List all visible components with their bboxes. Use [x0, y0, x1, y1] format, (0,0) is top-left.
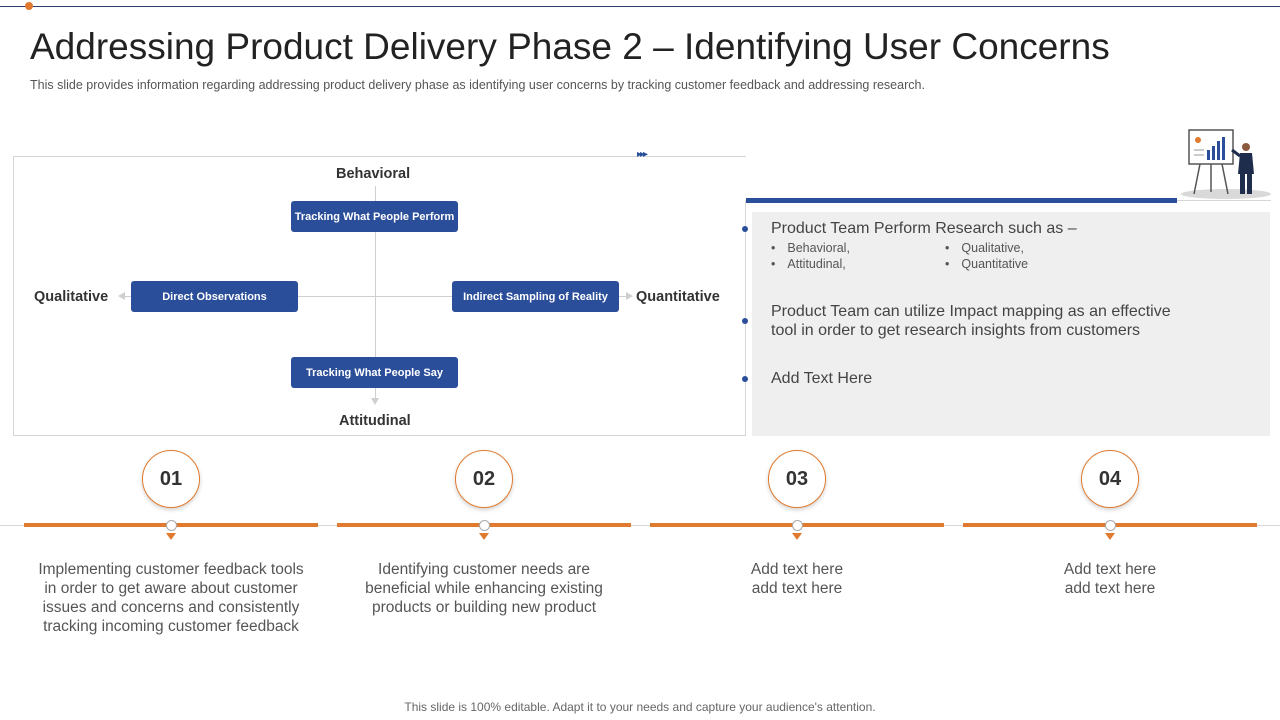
- bullet-dot: [742, 318, 748, 324]
- axis-label-quantitative: Quantitative: [636, 289, 720, 305]
- triangle-down-icon: [1105, 533, 1115, 540]
- bullet-dot: [742, 226, 748, 232]
- step-number-03: 03: [768, 450, 826, 508]
- steps-baseline: [0, 525, 1280, 526]
- step-number-01: 01: [142, 450, 200, 508]
- page-subtitle: This slide provides information regardin…: [30, 78, 925, 92]
- triangle-down-icon: [166, 533, 176, 540]
- info-point-add-text: Add Text Here: [771, 370, 873, 387]
- presenter-illustration: [1181, 129, 1271, 199]
- top-accent-dot: [25, 2, 33, 10]
- step-knob: [479, 520, 490, 531]
- arrow-left-icon: [118, 292, 125, 300]
- step-number-02: 02: [455, 450, 513, 508]
- step-text-line: Identifying customer needs are: [378, 561, 590, 578]
- box-indirect-sampling: Indirect Sampling of Reality: [452, 281, 619, 312]
- sub-item-behavioral: Behavioral,: [771, 241, 850, 255]
- step-description-02: Identifying customer needs are beneficia…: [337, 560, 631, 617]
- panel-accent-bar: [746, 198, 1177, 203]
- step-knob: [166, 520, 177, 531]
- axis-label-attitudinal: Attitudinal: [339, 413, 411, 429]
- step-text-line: Add text here: [750, 561, 844, 578]
- info-point-research: Product Team Perform Research such as –: [771, 220, 1077, 237]
- horizontal-axis: [124, 296, 628, 297]
- step-number-04: 04: [1081, 450, 1139, 508]
- vertical-axis: [375, 186, 376, 402]
- step-text-line: Implementing customer feedback tools: [38, 561, 304, 578]
- quadrant-diagram-frame: [13, 156, 746, 436]
- triangle-down-icon: [792, 533, 802, 540]
- box-tracking-what-people-say: Tracking What People Say: [291, 357, 458, 388]
- step-text-line: tracking incoming customer feedback: [43, 618, 299, 635]
- step-text-line: add text here: [1064, 580, 1156, 597]
- step-text-line: products or building new product: [371, 599, 597, 616]
- step-text-line: issues and concerns and consistently: [42, 599, 300, 616]
- step-knob: [1105, 520, 1116, 531]
- info-point-impact-mapping-line2: tool in order to get research insights f…: [771, 322, 1141, 339]
- panel-divider-line: [1177, 200, 1271, 201]
- step-text-line: add text here: [751, 580, 843, 597]
- arrow-right-icon: [626, 292, 633, 300]
- step-description-01: Implementing customer feedback tools in …: [24, 560, 318, 636]
- footer-note: This slide is 100% editable. Adapt it to…: [404, 700, 876, 714]
- chevron-right-icon: ▸▸▸: [637, 149, 648, 160]
- sub-item-attitudinal: Attitudinal,: [771, 257, 845, 271]
- step-knob: [792, 520, 803, 531]
- box-tracking-what-people-perform: Tracking What People Perform: [291, 201, 458, 232]
- sub-item-qualitative: Qualitative,: [945, 241, 1024, 255]
- arrow-down-icon: [371, 398, 379, 405]
- bullet-dot: [742, 376, 748, 382]
- top-divider-line: [0, 6, 1280, 7]
- step-description-04: Add text here add text here: [963, 560, 1257, 598]
- triangle-down-icon: [479, 533, 489, 540]
- info-point-impact-mapping-line1: Product Team can utilize Impact mapping …: [771, 303, 1171, 320]
- step-description-03: Add text here add text here: [650, 560, 944, 598]
- sub-item-quantitative: Quantitative: [945, 257, 1028, 271]
- box-direct-observations: Direct Observations: [131, 281, 298, 312]
- step-text-line: in order to get aware about customer: [44, 580, 298, 597]
- step-text-line: beneficial while enhancing existing: [365, 580, 603, 597]
- axis-label-behavioral: Behavioral: [336, 166, 411, 182]
- axis-label-qualitative: Qualitative: [34, 289, 109, 305]
- step-text-line: Add text here: [1063, 561, 1157, 578]
- page-title: Addressing Product Delivery Phase 2 – Id…: [30, 26, 1110, 67]
